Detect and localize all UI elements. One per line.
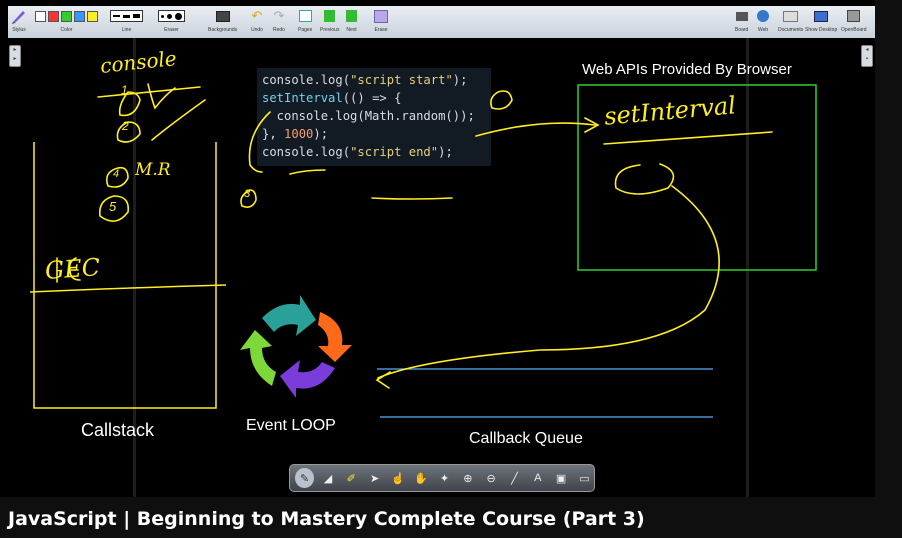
board-button[interactable]: Board	[735, 8, 748, 33]
marker-icon[interactable]: ✐	[346, 472, 356, 485]
desktop-icon	[814, 8, 829, 24]
backgrounds-button[interactable]: Backgrounds	[208, 8, 237, 33]
handwritten-four: 4	[113, 168, 120, 180]
web-api-box	[577, 84, 817, 271]
code-snippet: console.log("script start"); setInterval…	[257, 68, 491, 166]
redo-button[interactable]: ↷ Redo	[273, 8, 285, 33]
web-apis-label: Web APIs Provided By Browser	[582, 61, 792, 78]
callstack-label: Callstack	[81, 420, 155, 440]
undo-button[interactable]: ↶ Undo	[251, 8, 263, 33]
color-selector[interactable]: Color	[35, 8, 98, 33]
next-icon	[346, 8, 357, 24]
move-icon[interactable]: ✋	[414, 472, 429, 485]
handwritten-one: 1	[121, 83, 128, 97]
right-panel-toggle[interactable]: ◂▪	[861, 45, 873, 67]
handwritten-five: 5	[109, 199, 117, 214]
bracket-setinterval	[248, 111, 271, 173]
arrow-to-queue	[377, 185, 720, 379]
video-title: JavaScript | Beginning to Mastery Comple…	[8, 508, 645, 530]
callstack-container	[33, 142, 217, 409]
handwritten-three: 3	[244, 188, 251, 200]
color-swatch[interactable]	[35, 10, 46, 22]
show-desktop-button[interactable]: Show Desktop	[805, 8, 837, 33]
board-icon	[735, 8, 748, 24]
previous-icon	[324, 8, 336, 24]
text-icon[interactable]: A	[534, 472, 542, 484]
next-button[interactable]: Next	[346, 8, 357, 33]
circle-4	[105, 166, 129, 188]
color-swatch[interactable]	[87, 10, 98, 22]
redo-icon: ↷	[273, 8, 285, 23]
line-icon[interactable]: ╱	[511, 472, 518, 485]
gec-strokes	[56, 257, 81, 283]
handwritten-gec: GEC	[44, 253, 101, 285]
circle-1	[118, 91, 141, 117]
check-2	[151, 99, 206, 141]
openboard-toolbar: Stylus Color Line Eraser Backgrounds ↶ U…	[8, 6, 875, 39]
circle-marker-1	[490, 90, 513, 110]
board-divider	[746, 38, 749, 497]
color-swatch[interactable]	[61, 10, 72, 22]
board-divider	[133, 38, 136, 497]
event-loop-icon	[240, 295, 352, 398]
color-swatches[interactable]	[35, 8, 98, 24]
stylus-tool[interactable]: Stylus	[11, 8, 27, 33]
openboard-icon	[847, 8, 861, 24]
handwritten-two: 2	[122, 119, 129, 133]
color-swatch[interactable]	[48, 10, 59, 22]
line-width-selector[interactable]: Line	[110, 8, 143, 33]
callback-queue-label: Callback Queue	[469, 430, 583, 447]
arrow-head-webapi	[584, 117, 600, 133]
circle-5	[98, 195, 130, 222]
undo-icon: ↶	[251, 8, 263, 23]
folder-icon	[783, 8, 799, 24]
screen-icon[interactable]: ▭	[579, 472, 590, 485]
openboard-menu-button[interactable]: OpenBoard	[841, 8, 867, 33]
pages-icon	[298, 8, 312, 24]
gec-underline	[29, 284, 227, 293]
handwritten-math-random: M.R	[135, 160, 171, 180]
circle-2	[116, 121, 141, 143]
globe-icon	[757, 8, 769, 24]
setinterval-underline	[603, 131, 773, 145]
eraser-size-selector[interactable]: Eraser	[158, 8, 185, 33]
erase-icon	[374, 8, 388, 24]
stylus-icon	[11, 8, 27, 24]
event-loop-label: Event LOOP	[246, 417, 336, 434]
pointer-icon[interactable]: ➤	[369, 472, 380, 485]
zoom-in-icon[interactable]: ⊕	[463, 472, 473, 485]
previous-button[interactable]: Previous	[320, 8, 339, 33]
background-icon	[215, 8, 230, 24]
pages-button[interactable]: Pages	[298, 8, 312, 33]
callback-circle	[614, 163, 675, 195]
documents-button[interactable]: Documents	[778, 8, 803, 33]
check-1	[147, 83, 176, 110]
underline-script-end	[371, 197, 453, 200]
circle-3	[240, 189, 257, 208]
laser-icon[interactable]: ✦	[439, 472, 450, 485]
erase-button[interactable]: Erase	[374, 8, 388, 33]
web-button[interactable]: Web	[757, 8, 769, 33]
underline-1000	[289, 169, 326, 175]
zoom-out-icon[interactable]: ⊖	[486, 472, 496, 485]
arrow-head-queue	[375, 371, 391, 389]
pen-icon[interactable]: ✎	[295, 468, 315, 488]
capture-icon[interactable]: ▣	[555, 472, 567, 485]
tool-palette: ✎ ◢ ✐ ➤ ☝ ✋ ✦ ⊕ ⊖ ╱ A ▣ ▭	[289, 464, 595, 492]
left-panel-toggle[interactable]: ▸▸	[9, 45, 21, 67]
eraser-icon[interactable]: ◢	[323, 472, 333, 485]
arrow-to-webapi	[475, 122, 596, 137]
hand-icon[interactable]: ☝	[391, 472, 405, 485]
color-swatch[interactable]	[74, 10, 85, 22]
